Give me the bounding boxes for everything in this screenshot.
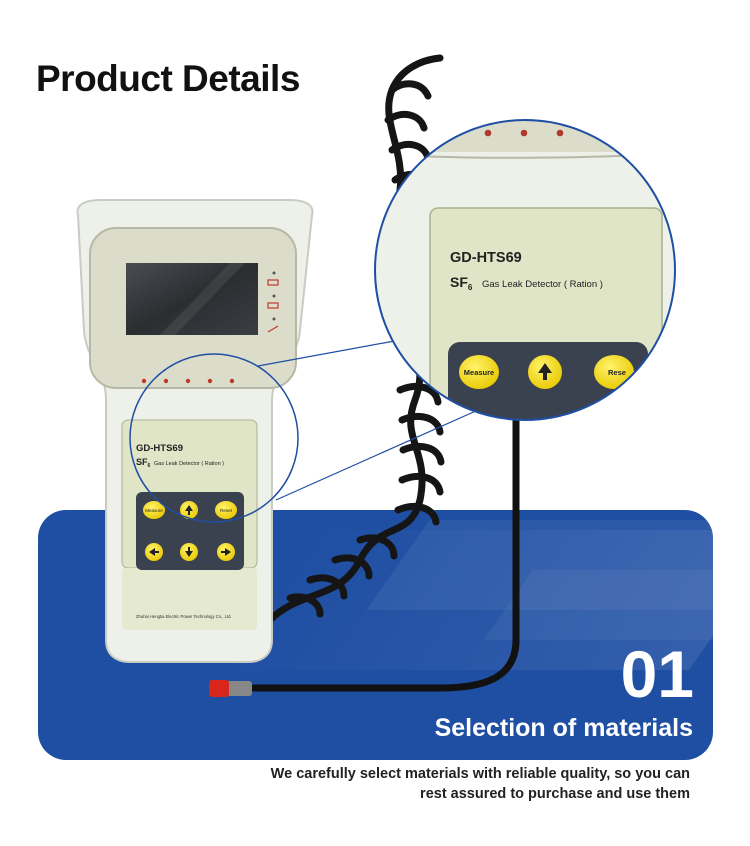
svg-text:SF6: SF6 xyxy=(450,274,473,292)
zoom-reset-button xyxy=(594,355,634,389)
feature-description-line2: rest assured to purchase and use them xyxy=(420,786,690,802)
svg-text:SF6: SF6 xyxy=(136,457,151,469)
page-title: Product Details xyxy=(36,58,300,99)
svg-text:Measure: Measure xyxy=(464,368,494,377)
zoom-model-label: GD-HTS69 xyxy=(450,250,522,266)
measure-button xyxy=(143,501,165,519)
magnify-source-circle xyxy=(129,353,299,523)
battery-indicator-icon xyxy=(267,271,279,333)
zoom-product-name: Gas Leak Detector ( Ration ) xyxy=(482,279,603,290)
lcd-screen xyxy=(126,263,258,335)
device-keypad: Measure Reset xyxy=(143,501,237,561)
svg-text:Reset: Reset xyxy=(220,508,233,513)
feature-heading: Selection of materials xyxy=(434,714,693,742)
feature-description-line1: We carefully select materials with relia… xyxy=(270,766,690,782)
manufacturer-label: Zhuhai Hengtai Electric Power Technology… xyxy=(136,614,232,619)
device-model-label: GD-HTS69 xyxy=(136,443,183,454)
zoom-measure-button xyxy=(459,355,499,389)
probe-cable xyxy=(250,395,520,692)
reset-button xyxy=(215,501,237,519)
probe-tip xyxy=(209,680,229,697)
detector-device: GD-HTS69 SF6 Gas Leak Detector ( Ration … xyxy=(76,199,314,663)
svg-text:Measure: Measure xyxy=(145,508,163,513)
probe-connector xyxy=(226,681,252,696)
svg-text:Rese: Rese xyxy=(608,368,626,377)
zoom-detail-circle: Measure Rese GD-HTS69 SF6 Gas Leak Detec… xyxy=(374,119,676,421)
device-product-name: Gas Leak Detector ( Ration ) xyxy=(154,461,224,467)
feature-number: 01 xyxy=(620,637,694,711)
